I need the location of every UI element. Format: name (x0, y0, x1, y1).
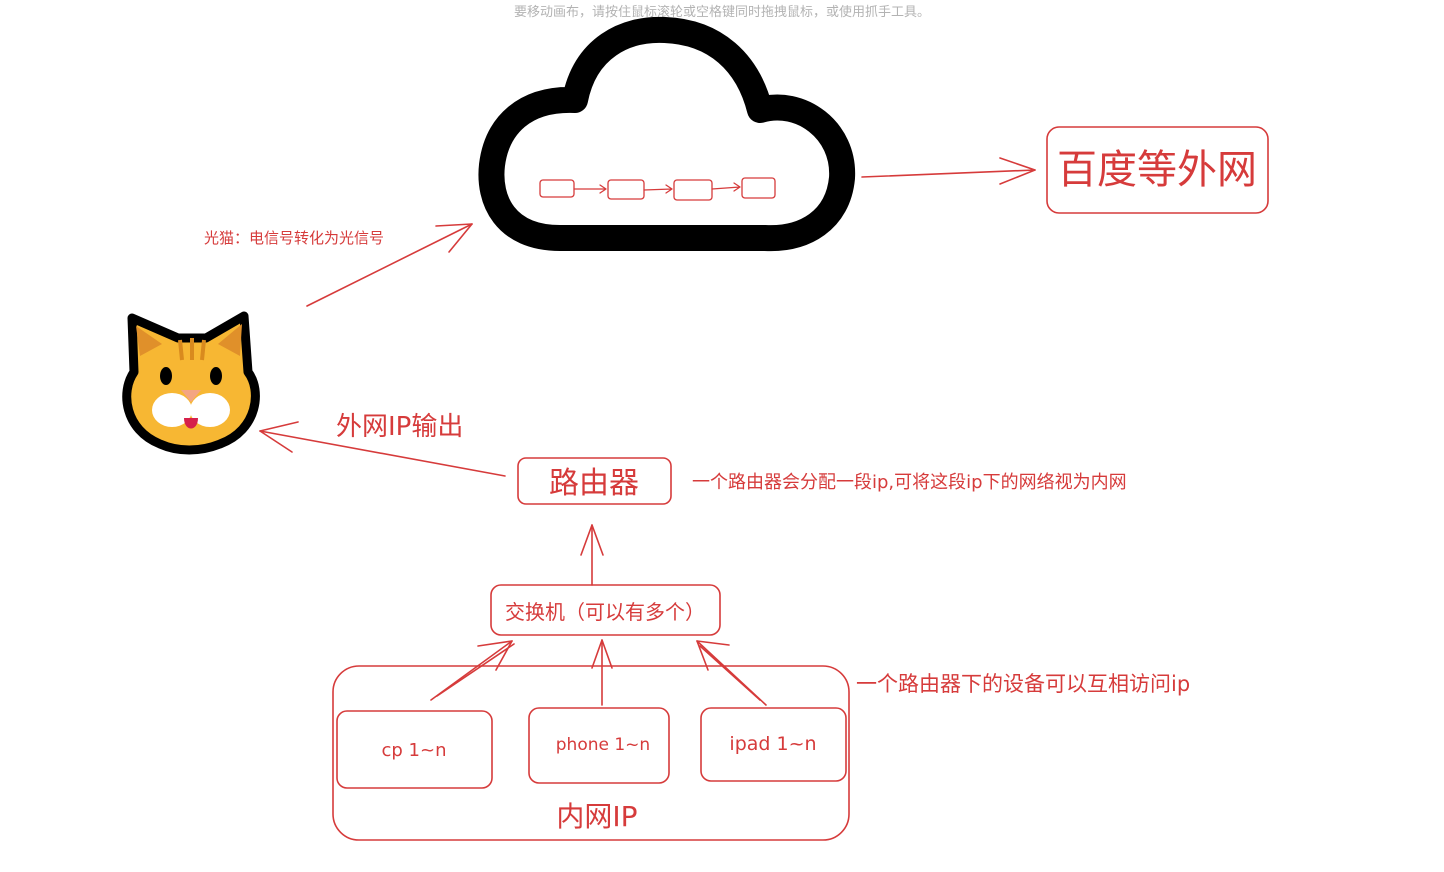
phone-to-switch-arrow (591, 639, 613, 706)
device-phone-box: phone 1~n (528, 707, 670, 784)
cloud-icon (478, 16, 856, 252)
optical-modem-note: 光猫：电信号转化为光信号 (204, 229, 384, 247)
router-note: 一个路由器会分配一段ip,可将这段ip下的网络视为内网 (692, 472, 1127, 493)
device-pc-box: cp 1~n (336, 710, 493, 789)
lan-title: 内网IP (556, 800, 637, 833)
router-to-modem-arrow (259, 421, 506, 477)
lan-group-box: 内网IP (332, 665, 850, 841)
modem-to-cloud-arrow (306, 223, 473, 307)
pc-to-switch-arrow (430, 640, 515, 701)
switch-box: 交换机（可以有多个） (490, 584, 721, 636)
switch-label: 交换机（可以有多个） (505, 600, 705, 624)
router-label: 路由器 (549, 466, 639, 501)
device-phone-label: phone 1~n (556, 735, 650, 755)
device-ipad-box: ipad 1~n (700, 707, 847, 782)
external-net-box: 百度等外网 (1046, 126, 1269, 214)
external-net-label: 百度等外网 (1057, 147, 1257, 193)
device-pc-label: cp 1~n (382, 740, 447, 761)
device-ipad-label: ipad 1~n (729, 733, 816, 755)
cat-face-icon (122, 311, 260, 455)
cloud-chain (539, 177, 776, 201)
lan-note: 一个路由器下的设备可以互相访问ip (856, 672, 1190, 696)
external-ip-output-label: 外网IP输出 (336, 412, 463, 442)
switch-to-router-arrow (580, 524, 604, 586)
cloud-to-external-arrow (861, 157, 1036, 185)
ipad-to-switch-arrow (696, 640, 767, 706)
canvas-hint: 要移动画布，请按住鼠标滚轮或空格键同时拖拽鼠标，或使用抓手工具。 (513, 5, 930, 20)
router-box: 路由器 (517, 457, 672, 505)
